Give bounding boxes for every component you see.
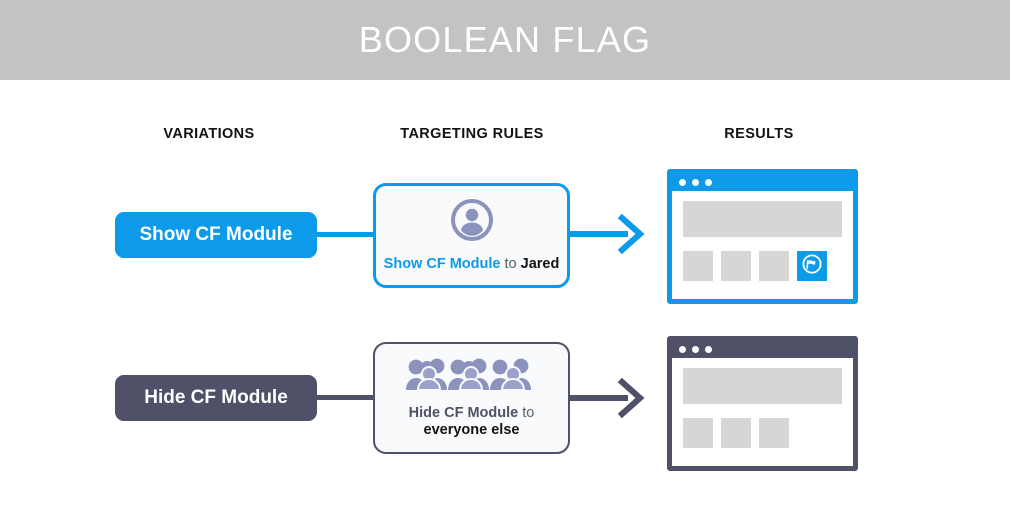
content-tile-cf-module bbox=[797, 251, 827, 281]
targeting-rule-connector-word: to bbox=[522, 404, 535, 421]
browser-title-bar bbox=[672, 341, 853, 358]
window-dot-2 bbox=[692, 346, 699, 353]
page-header-band: BOOLEAN FLAG bbox=[0, 0, 1010, 80]
user-avatar-icon bbox=[450, 198, 493, 246]
content-hero-placeholder bbox=[683, 201, 842, 237]
targeting-rule-connector-word: to bbox=[504, 255, 517, 272]
arrow-right-icon bbox=[570, 212, 648, 256]
window-dot-1 bbox=[679, 346, 686, 353]
content-tile-placeholder bbox=[683, 418, 713, 448]
window-dot-2 bbox=[692, 179, 699, 186]
variation-pill-hide-cf-module[interactable]: Hide CF Module bbox=[115, 375, 317, 421]
targeting-rule-text: Show CF Module to Jared bbox=[384, 256, 560, 273]
flag-row-show-cf-module: Show CF Module Show CF Module to Jared bbox=[0, 160, 1010, 305]
result-browser-window-with-cf-module bbox=[667, 169, 858, 304]
connector-line-variation-to-rule bbox=[317, 232, 374, 237]
window-dot-3 bbox=[705, 179, 712, 186]
page-title: BOOLEAN FLAG bbox=[358, 19, 652, 60]
content-tile-placeholder bbox=[721, 418, 751, 448]
content-tile-row bbox=[683, 418, 842, 448]
column-heading-variations: VARIATIONS bbox=[163, 126, 255, 142]
result-browser-window-without-cf-module bbox=[667, 336, 858, 471]
content-tile-row bbox=[683, 251, 842, 281]
arrow-right-icon bbox=[570, 376, 648, 420]
content-tile-placeholder bbox=[759, 418, 789, 448]
column-headings: VARIATIONS TARGETING RULES RESULTS bbox=[0, 126, 1010, 150]
targeting-rule-flag-label: Show CF Module bbox=[383, 255, 501, 272]
content-tile-placeholder bbox=[759, 251, 789, 281]
window-dot-3 bbox=[705, 346, 712, 353]
speech-flag-icon bbox=[801, 253, 823, 280]
column-heading-targeting-rules: TARGETING RULES bbox=[400, 126, 544, 142]
crowd-of-people-icon bbox=[404, 358, 540, 395]
targeting-rule-audience: Jared bbox=[520, 255, 560, 272]
variation-pill-label: Hide CF Module bbox=[144, 387, 288, 408]
window-dot-1 bbox=[679, 179, 686, 186]
connector-line-variation-to-rule bbox=[317, 395, 374, 400]
targeting-rule-audience: everyone else bbox=[423, 421, 520, 438]
content-tile-placeholder bbox=[683, 251, 713, 281]
content-hero-placeholder bbox=[683, 368, 842, 404]
column-heading-results: RESULTS bbox=[724, 126, 794, 142]
browser-title-bar bbox=[672, 174, 853, 191]
targeting-rule-flag-label: Hide CF Module bbox=[408, 404, 519, 421]
targeting-rule-card-hide-cf-module[interactable]: Hide CF Module to everyone else bbox=[373, 342, 570, 454]
content-tile-placeholder bbox=[721, 251, 751, 281]
variation-pill-label: Show CF Module bbox=[139, 224, 293, 245]
browser-content-area bbox=[672, 358, 853, 466]
browser-content-area bbox=[672, 191, 853, 299]
flag-row-hide-cf-module: Hide CF Module bbox=[0, 324, 1010, 471]
targeting-rule-card-show-cf-module[interactable]: Show CF Module to Jared bbox=[373, 183, 570, 288]
variation-pill-show-cf-module[interactable]: Show CF Module bbox=[115, 212, 317, 258]
targeting-rule-text: Hide CF Module to everyone else bbox=[409, 405, 535, 439]
